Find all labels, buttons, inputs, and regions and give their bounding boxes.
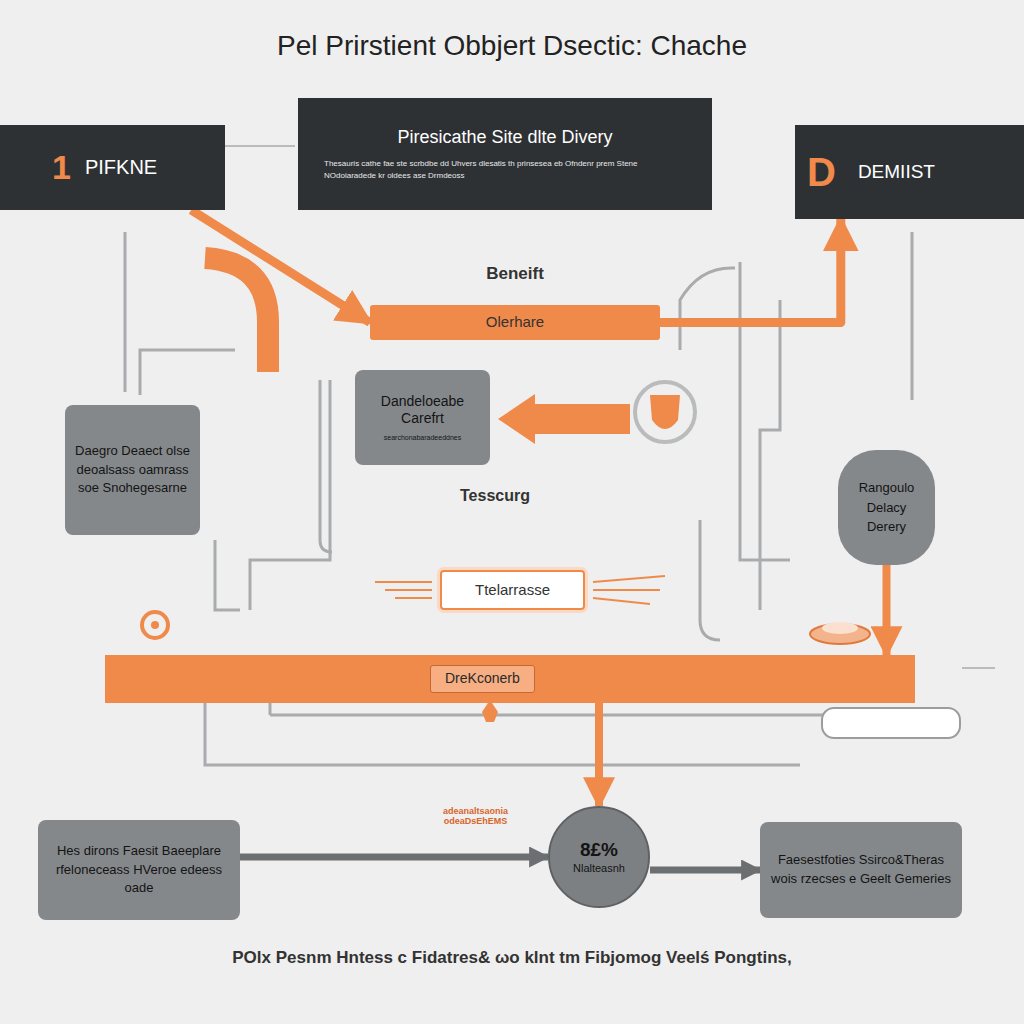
icon-ring [142,612,168,638]
wire [962,667,995,669]
process-box: Daegro Deaect olse deoalsass oamrass soe… [65,405,200,535]
small-icon [482,700,498,722]
header-box: D DEMIIST [795,125,1024,219]
gear-icon [142,612,168,638]
pipe [205,700,800,765]
flow-arrow [191,210,370,323]
pipe [250,380,330,610]
header-box: 1 PIFKNE [0,125,225,210]
pipe [215,540,240,610]
pipe [760,300,780,610]
pipe [740,262,790,560]
node-text: 8£% [580,838,618,862]
pipe [700,520,720,640]
node-text: 1 [52,146,71,189]
process-box: Faesestfoties Ssirco&Theras wois rzecses… [760,822,962,918]
flow-arrow [650,867,760,874]
shield-icon [635,382,695,442]
speed-line [375,582,432,598]
orange-arrow [498,394,630,444]
pipe [911,232,914,400]
dish-icon [810,622,870,644]
node-text: Hes dirons Faesit Baeeplare rfeloneceass… [46,842,232,899]
node-subtext: searchonabaradeeddnes [384,434,461,443]
node-text: Rangoulo Delacy Derery [846,478,927,537]
icon-ring [635,382,695,442]
node-text: Faesestfoties Ssirco&Theras wois rzecses… [768,851,954,889]
orange-pipe [205,258,268,372]
outlined-box: Ttelarrasse [440,570,585,610]
node-text: Daegro Deaect olse deoalsass oamrass soe… [73,442,192,499]
pipe [140,350,235,395]
node-text: DreKconerb [430,665,535,693]
flow-band: DreKconerb [105,655,915,703]
process-box: Dandeloeabe Carefrt searchonabaradeeddnes [355,370,490,465]
pipe [320,380,332,552]
dish-top [822,622,858,634]
icon-dot [151,621,159,629]
process-box: Hes dirons Faesit Baeeplare rfeloneceass… [38,820,240,920]
pipe [270,714,910,717]
node-heading: Beneift [370,263,660,284]
header-box: Piresicathe Site dlte DiveryThesauris ca… [298,98,712,210]
flow-arrow [660,219,841,323]
node-text: Ttelarrasse [475,581,550,600]
section-label: Tesscurg [440,487,550,505]
node-text: Dandeloeabe Carefrt [363,393,482,428]
node-text: Piresicathe Site dlte Divery [324,126,686,149]
node-text: D [807,147,836,197]
node-subtext: PIFKNE [85,155,157,180]
pipe [680,268,735,350]
pipe [124,232,127,392]
stat-circle: 8£%Nlalteasnh [548,806,650,908]
small-note: adeanaltsaonia odeaDsEhEMS [418,806,533,826]
flow-arrow [595,703,603,806]
node-subtext: DEMIIST [858,160,935,184]
node-subtext: Olerhare [486,313,544,332]
benefit-bar: BeneiftOlerhare [370,305,660,340]
wire [225,145,295,147]
blank-pill [822,708,960,738]
node-subtext: Thesauris cathe fae ste scrbdbe dd Uhver… [324,158,686,182]
caption: POlx Pesnm Hntess c Fidatres& ωo klnt tm… [0,948,1024,968]
flow-arrow [240,854,548,861]
process-box: Rangoulo Delacy Derery [838,450,935,565]
flow-arrow [883,565,891,655]
node-subtext: Nlalteasnh [573,862,625,876]
speed-line [593,576,665,604]
title: Pel Prirstient Obbjert Dsectic: Chache [0,30,1024,62]
circle-shape [549,807,649,907]
shield [650,395,680,429]
